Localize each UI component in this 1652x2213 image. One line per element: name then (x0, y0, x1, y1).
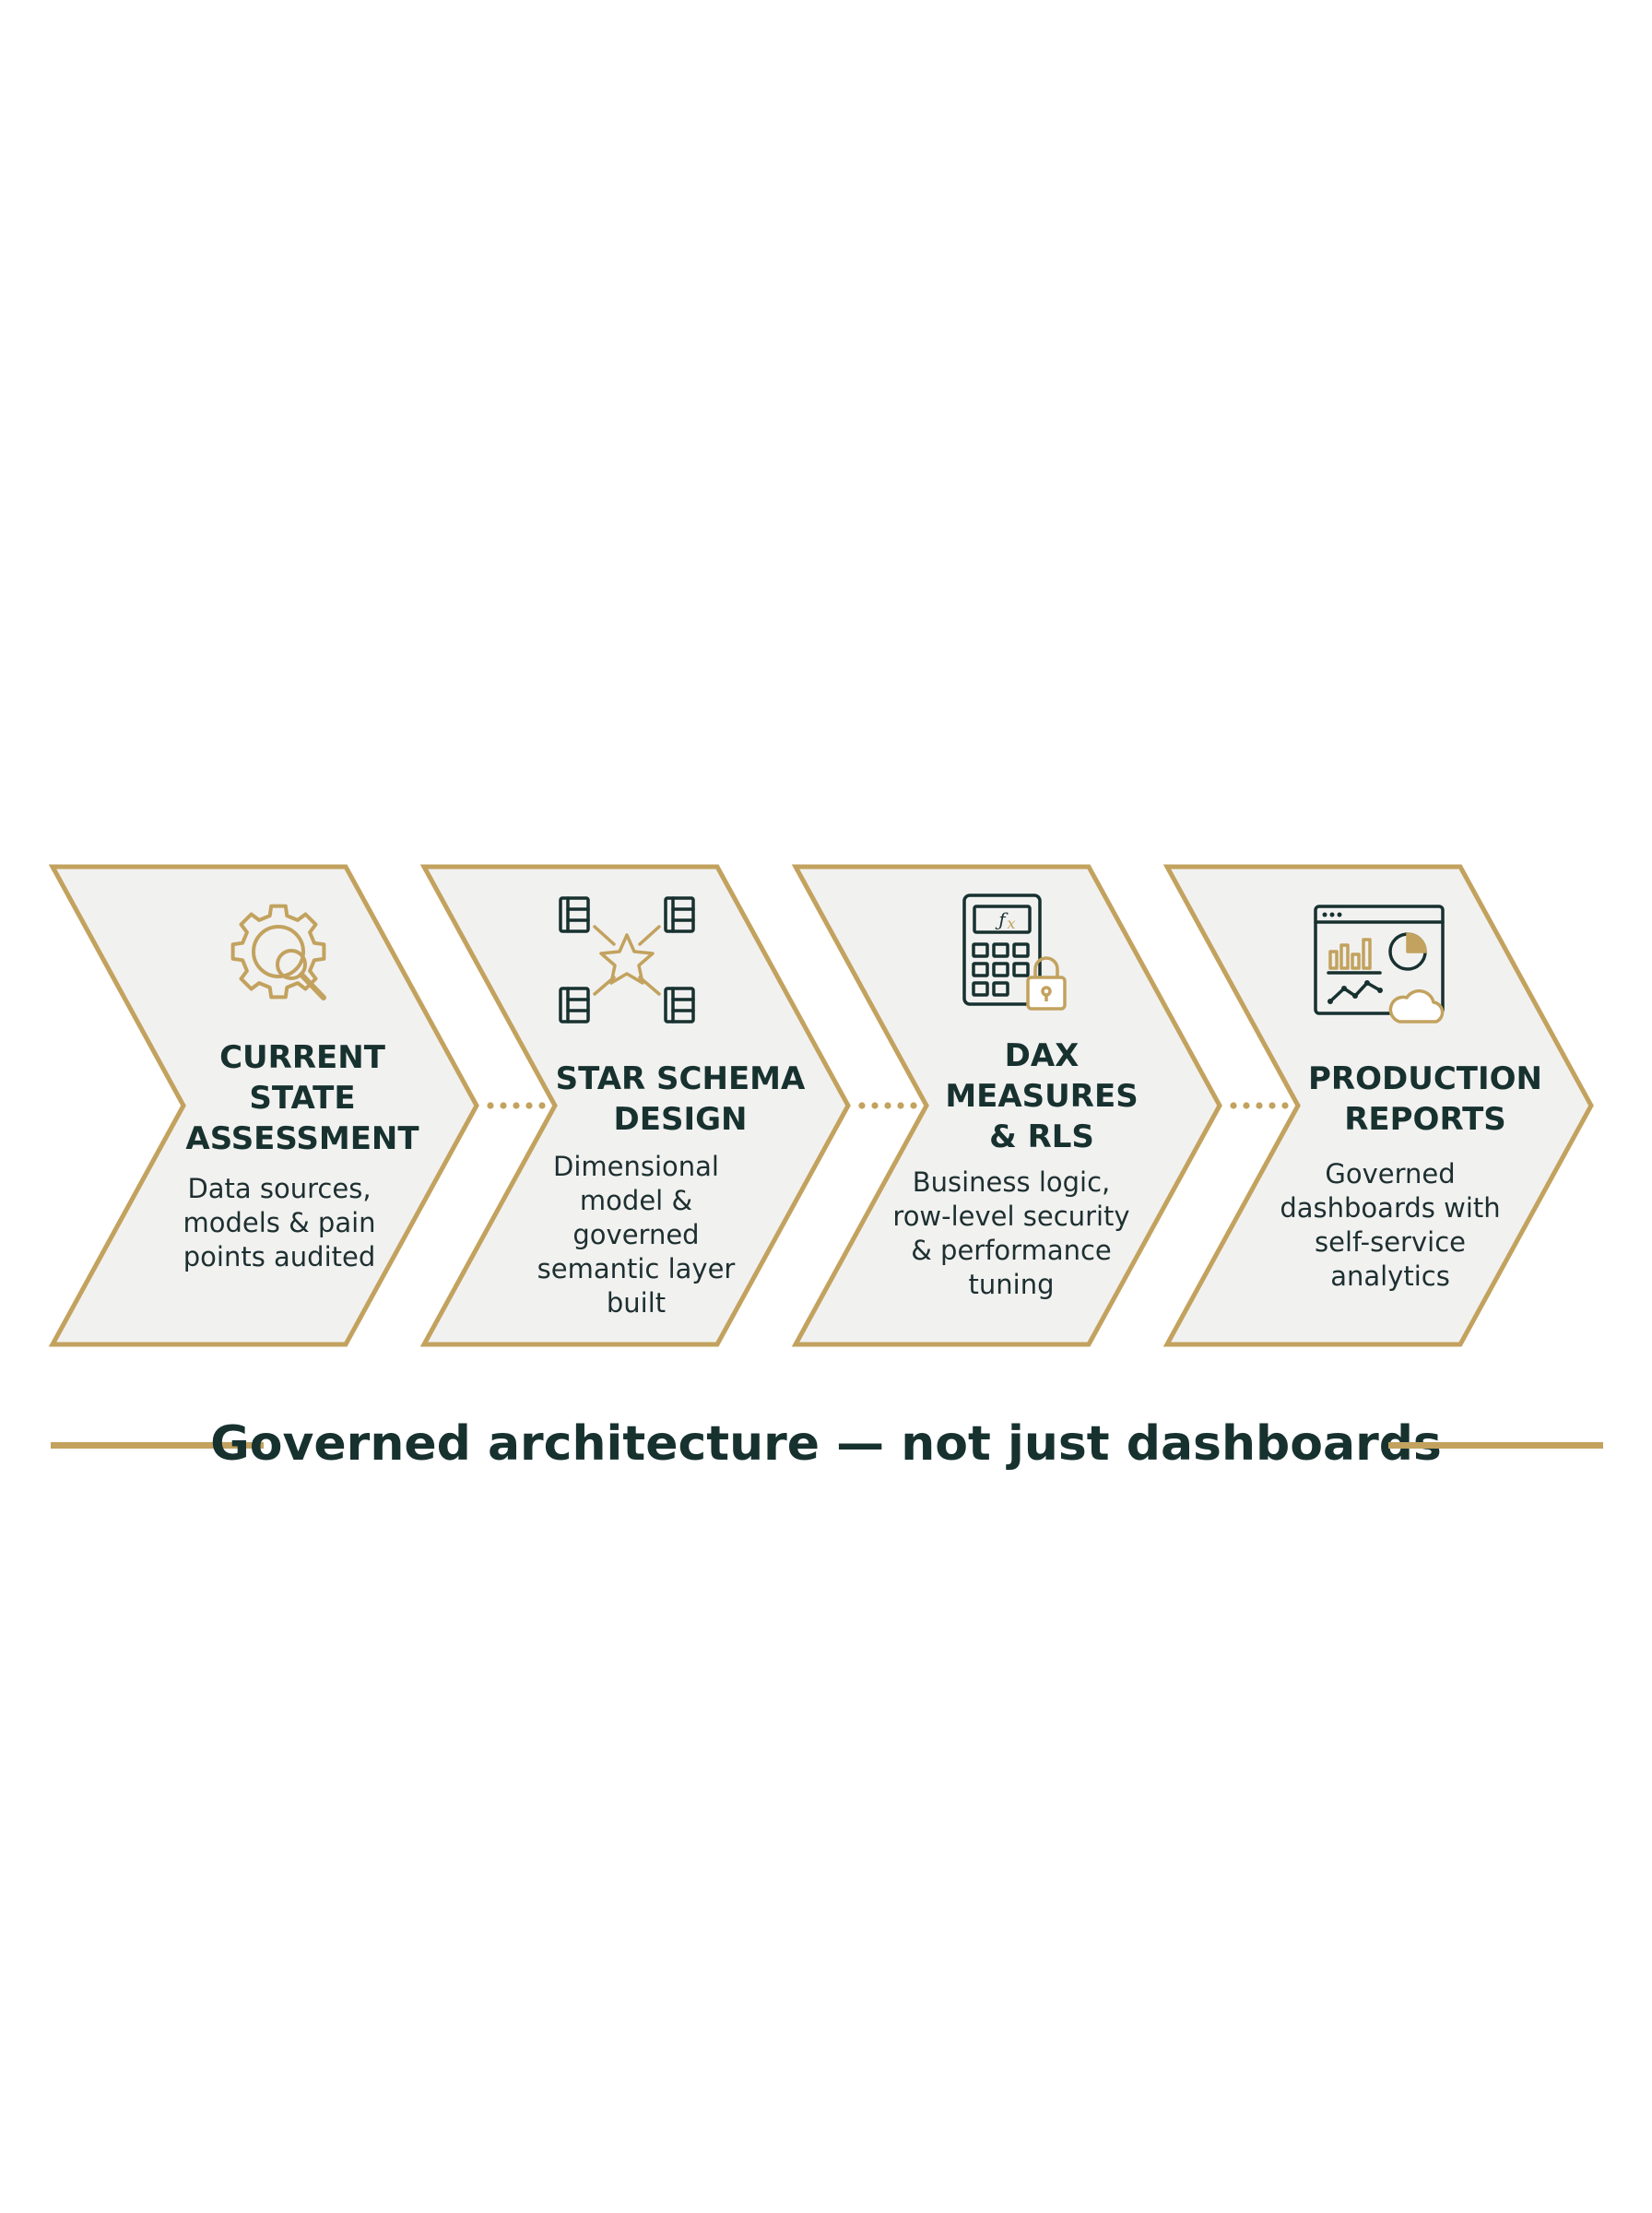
step-1-description: Data sources, models & pain points audit… (183, 1173, 376, 1272)
dashboard-cloud-icon (1314, 905, 1445, 1024)
chevron-step-1 (48, 864, 479, 1347)
star-schema-icon (559, 896, 695, 1024)
step-2-description: Dimensional model & governed semantic la… (537, 1151, 736, 1319)
gear-magnifier-icon (230, 904, 326, 1000)
tagline-rule-right (1388, 1442, 1603, 1449)
chevron-step-3 (791, 864, 1222, 1347)
svg-text:ƒ: ƒ (995, 908, 1009, 930)
step-1-title: CURRENT STATE ASSESSMENT (185, 1039, 419, 1157)
tagline-rule-left (51, 1442, 264, 1449)
svg-text:x: x (1007, 915, 1015, 932)
step-4-title: PRODUCTION REPORTS (1308, 1060, 1542, 1138)
step-3-title: DAX MEASURES & RLS (945, 1037, 1139, 1155)
chevron-step-4 (1162, 864, 1594, 1347)
tagline: Governed architecture — not just dashboa… (210, 1416, 1442, 1472)
step-2-title: STAR SCHEMA DESIGN (555, 1060, 806, 1138)
connector-dots-1 (487, 1102, 546, 1109)
step-3-description: Business logic, row-level security & per… (892, 1166, 1130, 1300)
connector-dots-2 (858, 1102, 917, 1109)
calculator-lock-icon: ƒ x (962, 893, 1067, 1011)
chevron-step-2 (419, 864, 851, 1347)
connector-dots-3 (1230, 1102, 1289, 1109)
step-4-description: Governed dashboards with self-service an… (1280, 1158, 1501, 1292)
